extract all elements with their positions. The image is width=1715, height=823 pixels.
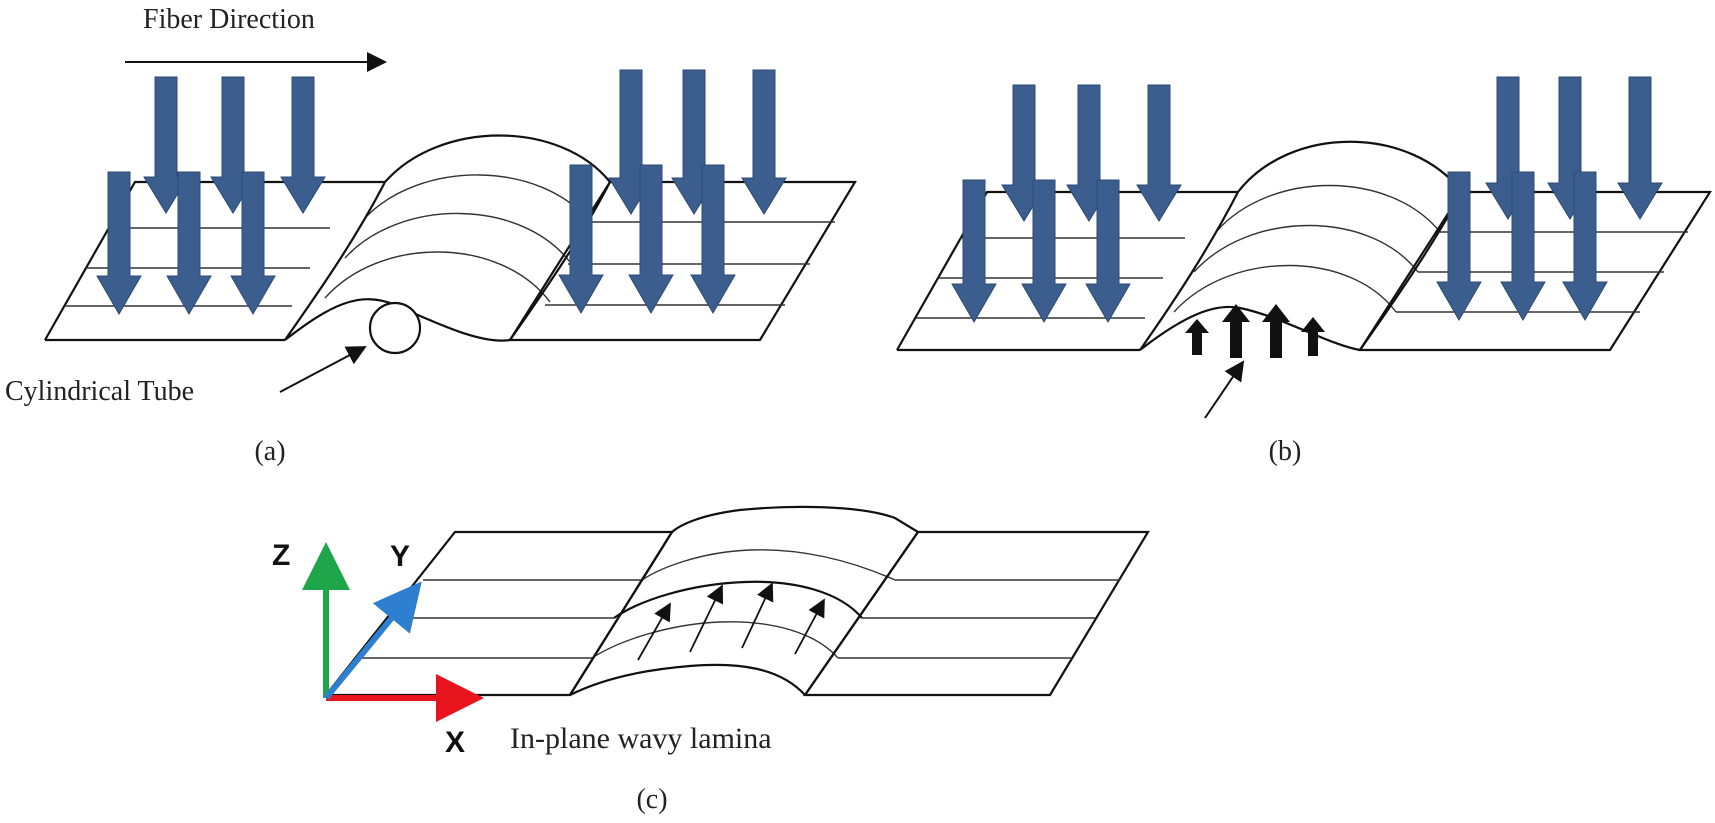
- axis-x-label: X: [445, 726, 465, 759]
- down-arrow-icon: [1562, 171, 1608, 321]
- pressure-pointer-arrow: [1204, 360, 1245, 419]
- in-plane-wavy-section: [569, 505, 919, 696]
- down-arrow-icon: [143, 76, 189, 214]
- right-plate-a: [508, 180, 857, 342]
- up-arrow-icon: [1262, 304, 1290, 358]
- up-arrow-icon: [689, 584, 724, 653]
- panel-a: Fiber Direction: [5, 4, 857, 467]
- down-arrow-icon: [628, 164, 674, 314]
- fiber-direction-label: Fiber Direction: [143, 4, 315, 35]
- down-arrow-icon: [230, 171, 276, 315]
- right-plate-c: [802, 530, 1150, 697]
- panel-b: (b): [896, 76, 1712, 467]
- down-arrow-icon: [280, 76, 326, 214]
- up-arrow-icon: [637, 602, 671, 661]
- down-arrow-icon: [96, 171, 142, 315]
- in-plane-wavy-lamina-caption: In-plane wavy lamina: [510, 722, 772, 755]
- cylindrical-tube: [368, 301, 422, 355]
- wavy-hump-a: [284, 134, 611, 342]
- down-arrow-icon: [1021, 179, 1067, 323]
- down-arrow-icon: [1436, 171, 1482, 321]
- axis-y-label: Y: [390, 540, 410, 573]
- cylindrical-tube-label: Cylindrical Tube: [5, 376, 194, 407]
- down-arrow-icon: [558, 164, 604, 314]
- up-arrow-icon: [1185, 319, 1209, 355]
- down-arrow-icon: [1136, 84, 1182, 222]
- panel-b-label: (b): [1269, 436, 1302, 467]
- axis-y-arrow: [323, 581, 422, 700]
- wavy-hump-b: [1139, 140, 1463, 352]
- up-arrow-icon: [794, 598, 825, 655]
- down-arrow-icon: [1085, 179, 1131, 323]
- up-arrow-icon: [741, 582, 774, 649]
- down-arrow-icon: [690, 164, 736, 314]
- up-arrow-icon: [1222, 304, 1250, 358]
- tube-pointer-arrow: [279, 346, 367, 393]
- left-plate-b: [896, 190, 1238, 352]
- down-arrow-icon: [1617, 76, 1663, 220]
- panel-a-label: (a): [254, 436, 285, 467]
- up-arrow-icon: [1301, 317, 1325, 356]
- pressure-arrows-b: [1185, 304, 1325, 358]
- coordinate-axes: X Y Z: [272, 539, 484, 759]
- down-arrow-icon: [166, 171, 212, 315]
- axis-z-label: Z: [272, 539, 290, 572]
- right-plate-b: [1357, 190, 1712, 352]
- down-arrow-icon: [741, 69, 787, 215]
- load-arrows-b: [951, 76, 1663, 323]
- panel-c: X Y Z In-plane wavy lamina (c): [272, 505, 1150, 815]
- in-plane-arrows-c: [637, 582, 825, 661]
- down-arrow-icon: [951, 179, 997, 323]
- load-arrows-a: [96, 69, 787, 315]
- down-arrow-icon: [1500, 171, 1546, 321]
- panel-c-label: (c): [636, 784, 667, 815]
- left-plate-a: [44, 180, 385, 342]
